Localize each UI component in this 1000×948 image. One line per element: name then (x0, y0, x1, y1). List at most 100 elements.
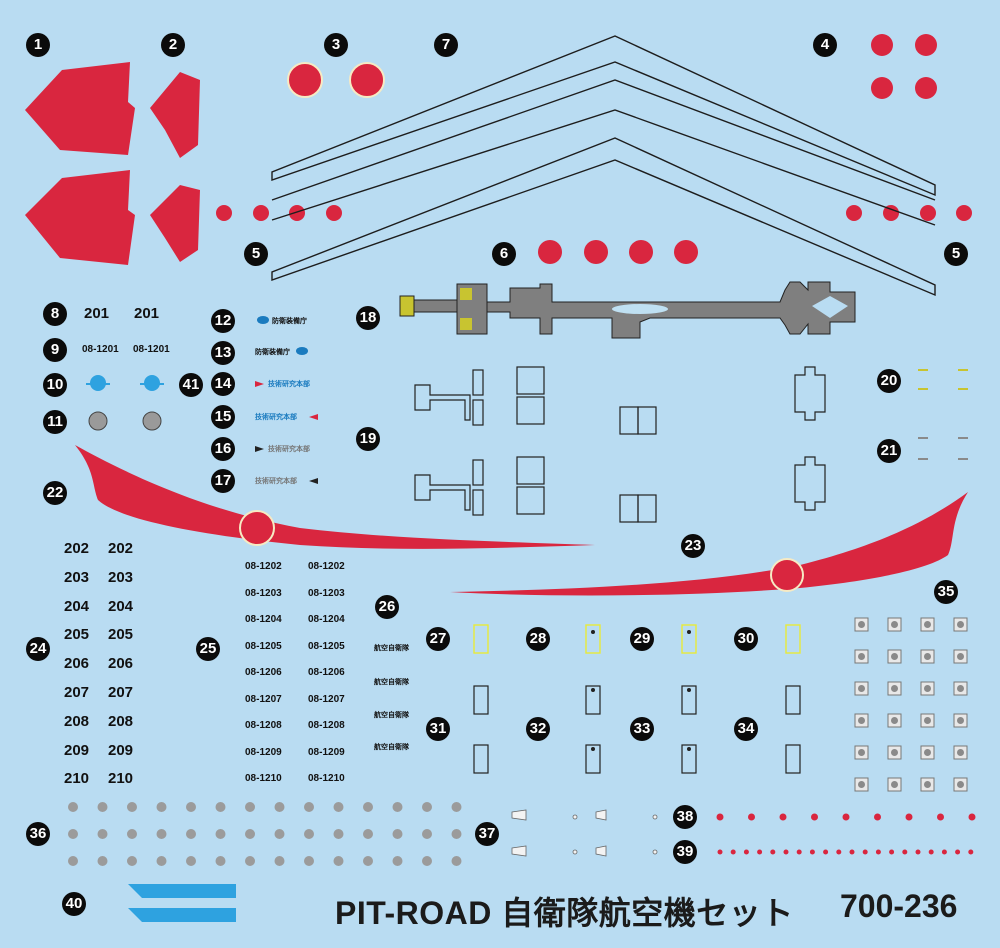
red-dot (811, 813, 818, 821)
grey-dot (422, 829, 432, 839)
grey-dot (363, 802, 373, 812)
grid-decal-35 (854, 617, 968, 792)
label-26d: 航空自衛隊 (374, 744, 409, 751)
grid-dot (891, 685, 898, 692)
walkway-strip-decal-18 (399, 281, 856, 339)
red-dot (748, 813, 755, 821)
registration-25-right-2: 08-1204 (308, 614, 345, 625)
registration-25-right-8: 08-1210 (308, 773, 345, 784)
callout-10: 10 (43, 373, 67, 397)
grey-dot (215, 856, 226, 866)
registration-25-left-5: 08-1207 (245, 693, 282, 705)
callout-1: 1 (26, 33, 50, 57)
callout-5a: 5 (244, 242, 268, 266)
registration-25-left-0: 08-1202 (245, 561, 282, 572)
red-dot (915, 849, 921, 855)
callout-5b: 5 (944, 242, 968, 266)
grid-dot (957, 717, 964, 724)
red-dot (937, 813, 944, 821)
grey-dot (304, 802, 314, 812)
grid-dot (858, 749, 865, 756)
grey-dot (333, 829, 344, 839)
red-dot (743, 849, 749, 855)
callout-38: 38 (673, 805, 697, 829)
grey-dot (363, 856, 373, 866)
callout-32: 32 (526, 717, 550, 741)
callout-11: 11 (43, 410, 67, 434)
panel-decal-31-34 (473, 685, 801, 774)
callout-21: 21 (877, 439, 901, 463)
grey-dot (333, 802, 344, 812)
callout-3: 3 (324, 33, 348, 57)
red-dot (875, 849, 881, 855)
tail-number-24-right-3: 205 (108, 626, 134, 644)
callout-16: 16 (211, 437, 235, 461)
red-dot (902, 849, 908, 855)
callout-8: 8 (43, 302, 67, 326)
grid-dot (891, 621, 898, 628)
grey-dot (68, 802, 78, 812)
hinomaru-decal-5 (216, 205, 972, 221)
grey-dot (304, 829, 314, 839)
registration-25-right-3: 08-1205 (308, 640, 345, 652)
callout-4: 4 (813, 33, 837, 57)
tail-number-24-left-4: 206 (64, 655, 90, 673)
grey-dot (245, 802, 255, 812)
grey-dot (392, 802, 403, 812)
callout-33: 33 (630, 717, 654, 741)
grey-dot (127, 856, 137, 866)
tail-number-24-left-5: 207 (64, 684, 90, 701)
grey-dot (215, 802, 226, 812)
callout-28: 28 (526, 627, 550, 651)
registration-25-right-4: 08-1206 (308, 667, 345, 678)
red-dot (842, 813, 850, 821)
red-dot (717, 849, 723, 855)
tail-number-24-right-7: 209 (108, 741, 134, 759)
grid-dot (924, 685, 931, 692)
tail-number-24-left-0: 202 (64, 540, 90, 557)
label-16: 技術研究本部 (268, 446, 310, 453)
grey-dot (97, 856, 108, 866)
registration-25-right-7: 08-1209 (308, 746, 345, 758)
tail-number-24-left-7: 209 (64, 741, 90, 759)
grid-dot (924, 749, 931, 756)
callout-6: 6 (492, 242, 516, 266)
grey-dot (127, 802, 137, 812)
callout-24: 24 (26, 637, 50, 661)
grey-dot (156, 856, 167, 866)
tail-number-24-left-2: 204 (64, 597, 90, 615)
callout-14: 14 (211, 372, 235, 396)
callout-36: 36 (26, 822, 50, 846)
grey-dot (215, 829, 226, 839)
red-dot (905, 813, 913, 821)
hinomaru-decal-6 (538, 240, 698, 264)
label-12: 防衛装備庁 (272, 318, 307, 325)
red-dot-decal-39 (717, 849, 974, 855)
grey-dot (392, 829, 403, 839)
red-dot-decal-38 (716, 813, 976, 821)
callout-25: 25 (196, 637, 220, 661)
grey-dot (97, 802, 108, 812)
callout-35: 35 (934, 580, 958, 604)
tail-number-8a: 201 (84, 305, 110, 322)
dot-decal-36 (68, 802, 462, 866)
registration-25-right-0: 08-1202 (308, 561, 345, 572)
grid-dot (858, 781, 865, 788)
tail-number-8b: 201 (134, 305, 160, 322)
grid-dot (891, 717, 898, 724)
registration-9b: 08-1201 (133, 344, 170, 355)
grey-dot (274, 829, 285, 839)
red-dot (874, 813, 881, 821)
registration-25-right-1: 08-1203 (308, 587, 345, 599)
red-dot (809, 849, 815, 855)
tail-number-24-left-6: 208 (64, 712, 90, 730)
registration-9a: 08-1201 (82, 344, 119, 355)
callout-39: 39 (673, 840, 697, 864)
product-code: 700-236 (840, 888, 958, 924)
label-26a: 航空自衛隊 (374, 645, 409, 652)
red-dot (849, 849, 855, 855)
grey-dot (422, 802, 432, 812)
grey-dot (245, 856, 255, 866)
